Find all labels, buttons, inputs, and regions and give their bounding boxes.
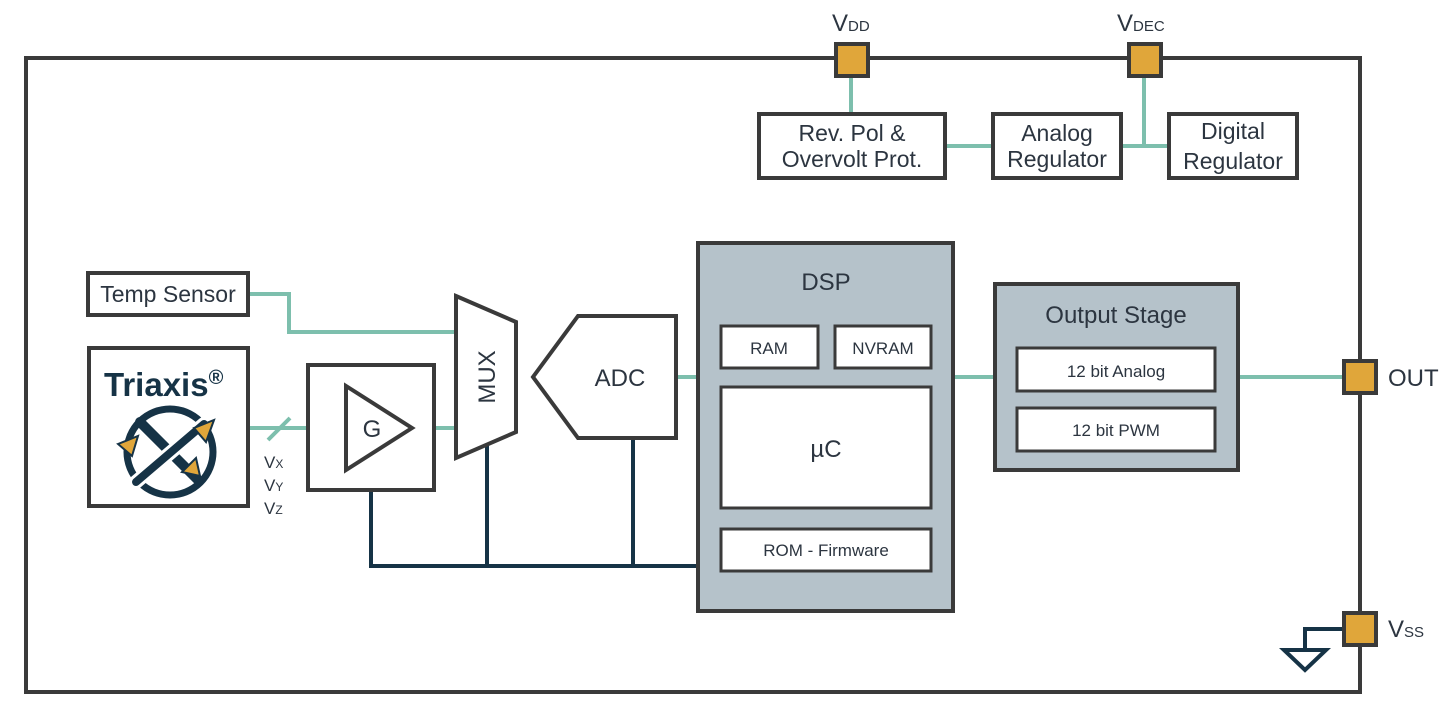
ground-symbol	[1279, 648, 1331, 673]
temp-mux-line	[248, 292, 456, 334]
rom-block: ROM - Firmware	[719, 527, 933, 573]
svg-text:Regulator: Regulator	[1183, 148, 1283, 174]
out-label: OUT	[1388, 365, 1439, 392]
vdec-pin	[1127, 42, 1163, 78]
output-stage-block: Output Stage 12 bit Analog 12 bit PWM	[993, 282, 1240, 472]
revpol-block: Rev. Pol & Overvolt Prot.	[757, 112, 947, 180]
vz-label: VZ	[264, 499, 283, 518]
signal-lines	[248, 75, 1344, 442]
svg-text:12 bit Analog: 12 bit Analog	[1067, 362, 1165, 381]
svg-text:ADC: ADC	[595, 365, 646, 392]
svg-text:Overvolt Prot.: Overvolt Prot.	[782, 146, 923, 172]
vdec-label: VDEC	[1117, 10, 1165, 37]
svg-text:Digital: Digital	[1201, 118, 1265, 144]
svg-text:MUX: MUX	[474, 350, 501, 403]
vdd-pin	[834, 42, 870, 78]
nvram-block: NVRAM	[833, 324, 933, 370]
svg-text:Regulator: Regulator	[1007, 146, 1107, 172]
temp-sensor-block: Temp Sensor	[86, 271, 250, 317]
gain-block: G	[306, 363, 436, 492]
digital-regulator-block: Digital Regulator	[1167, 112, 1299, 180]
bus-slash	[266, 416, 292, 442]
triaxis-logo-text: Triaxis®	[104, 366, 224, 403]
triaxis-arrow-2	[192, 418, 216, 444]
ground-line	[1303, 627, 1344, 650]
microcontroller-block: µC	[719, 385, 933, 510]
svg-text:µC: µC	[810, 436, 841, 463]
triaxis-axis-c	[132, 420, 208, 486]
svg-text:Rev. Pol &: Rev. Pol &	[799, 120, 906, 146]
svg-text:G: G	[363, 416, 382, 443]
triaxis-arrow-1	[116, 434, 140, 458]
vx-label: VX	[264, 453, 283, 472]
vy-label: VY	[264, 476, 283, 495]
vss-label: VSS	[1388, 616, 1424, 643]
analog-regulator-block: Analog Regulator	[991, 112, 1123, 180]
adc-block: ADC	[530, 314, 678, 440]
dsp-block: DSP RAM NVRAM µC ROM - Firmware	[696, 241, 955, 613]
triaxis-arrow-3	[180, 456, 202, 478]
svg-text:Temp Sensor: Temp Sensor	[100, 281, 236, 307]
mux-block: MUX	[454, 292, 518, 462]
svg-text:NVRAM: NVRAM	[852, 339, 913, 358]
control-bus	[369, 439, 1344, 673]
vss-pin	[1342, 611, 1378, 647]
analog-output-block: 12 bit Analog	[1015, 346, 1217, 393]
triaxis-sensor-block: Triaxis®	[87, 346, 250, 508]
output-stage-title: Output Stage	[1045, 302, 1186, 329]
pwm-output-block: 12 bit PWM	[1015, 406, 1217, 453]
vdd-label: VDD	[832, 10, 870, 37]
out-pin	[1342, 359, 1378, 395]
svg-text:12 bit PWM: 12 bit PWM	[1072, 421, 1160, 440]
svg-text:Analog: Analog	[1021, 120, 1093, 146]
ram-block: RAM	[719, 324, 820, 370]
dsp-title: DSP	[801, 269, 850, 296]
bus-main	[369, 490, 698, 568]
svg-text:ROM - Firmware: ROM - Firmware	[763, 541, 889, 560]
svg-text:RAM: RAM	[750, 339, 788, 358]
amplifier-triangle	[344, 382, 416, 474]
